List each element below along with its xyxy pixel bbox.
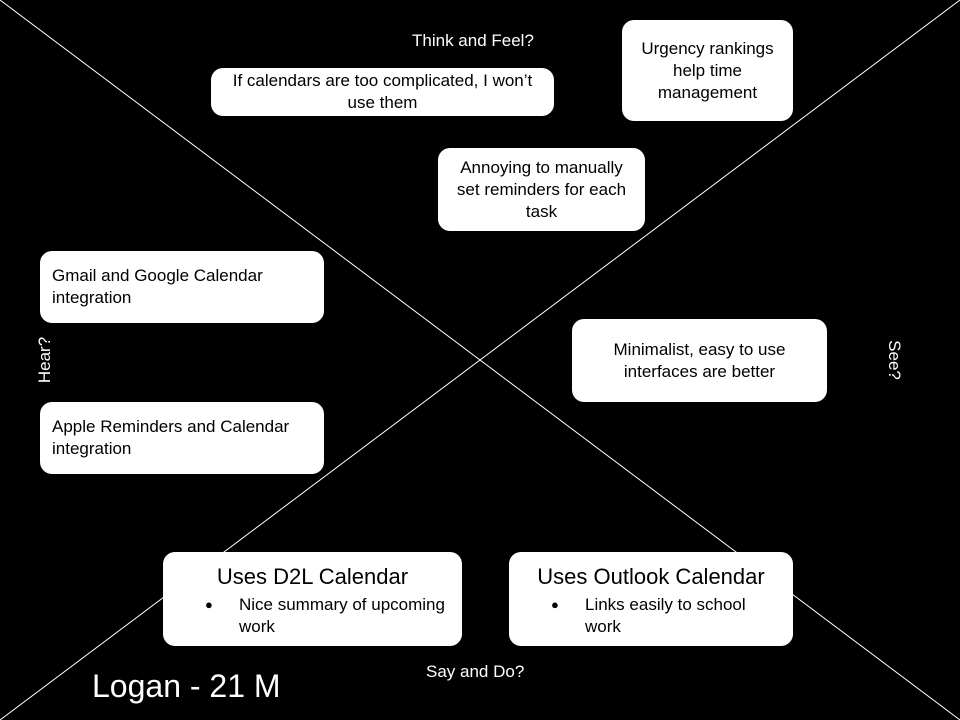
card-bullet-list: Nice summary of upcoming work	[179, 594, 446, 638]
see-label: See?	[884, 340, 904, 380]
card-bullet-list: Links easily to school work	[525, 594, 777, 638]
note-minimalist: Minimalist, easy to use interfaces are b…	[572, 319, 827, 402]
note-text: Urgency rankings help time management	[641, 38, 774, 102]
note-apple-integration: Apple Reminders and Calendar integration	[40, 402, 324, 474]
note-calendars-complicated: If calendars are too complicated, I won’…	[211, 68, 554, 116]
card-bullet: Links easily to school work	[551, 594, 777, 638]
say-do-card-outlook: Uses Outlook Calendar Links easily to sc…	[509, 552, 793, 646]
note-urgency-rankings: Urgency rankings help time management	[622, 20, 793, 121]
hear-label: Hear?	[35, 336, 55, 384]
note-text: Apple Reminders and Calendar integration	[52, 417, 290, 458]
think-feel-label: Think and Feel?	[412, 31, 534, 50]
persona-name: Logan - 21 M	[92, 668, 281, 704]
note-text: Annoying to manually set reminders for e…	[456, 157, 627, 221]
note-gmail-integration: Gmail and Google Calendar integration	[40, 251, 324, 323]
say-do-card-d2l: Uses D2L Calendar Nice summary of upcomi…	[163, 552, 462, 646]
card-title: Uses Outlook Calendar	[537, 564, 765, 589]
say-do-label: Say and Do?	[426, 662, 525, 681]
card-title: Uses D2L Calendar	[216, 564, 409, 589]
card-bullet: Nice summary of upcoming work	[205, 594, 446, 638]
note-text: Minimalist, easy to use interfaces are b…	[613, 339, 786, 381]
note-manual-reminders: Annoying to manually set reminders for e…	[438, 148, 645, 231]
note-text: Gmail and Google Calendar integration	[52, 266, 263, 307]
note-text: If calendars are too complicated, I won’…	[232, 71, 533, 112]
